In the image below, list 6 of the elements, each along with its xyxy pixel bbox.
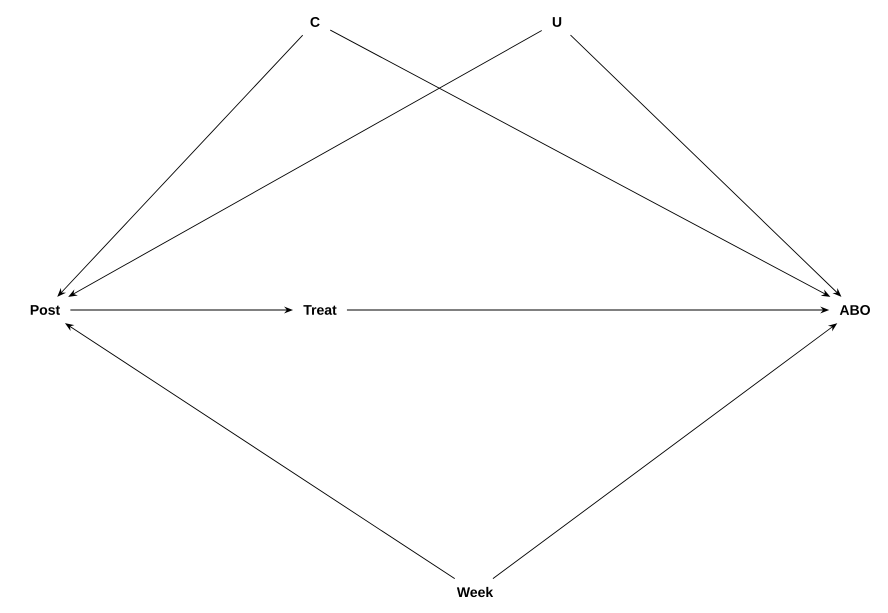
variable-label: Week — [456, 586, 494, 598]
variable-label: C — [310, 17, 320, 27]
variable-label: Treat — [303, 305, 337, 315]
variable-label: Post — [30, 305, 60, 315]
variable-label: U — [552, 17, 562, 27]
variable-label: ABO — [840, 305, 870, 315]
